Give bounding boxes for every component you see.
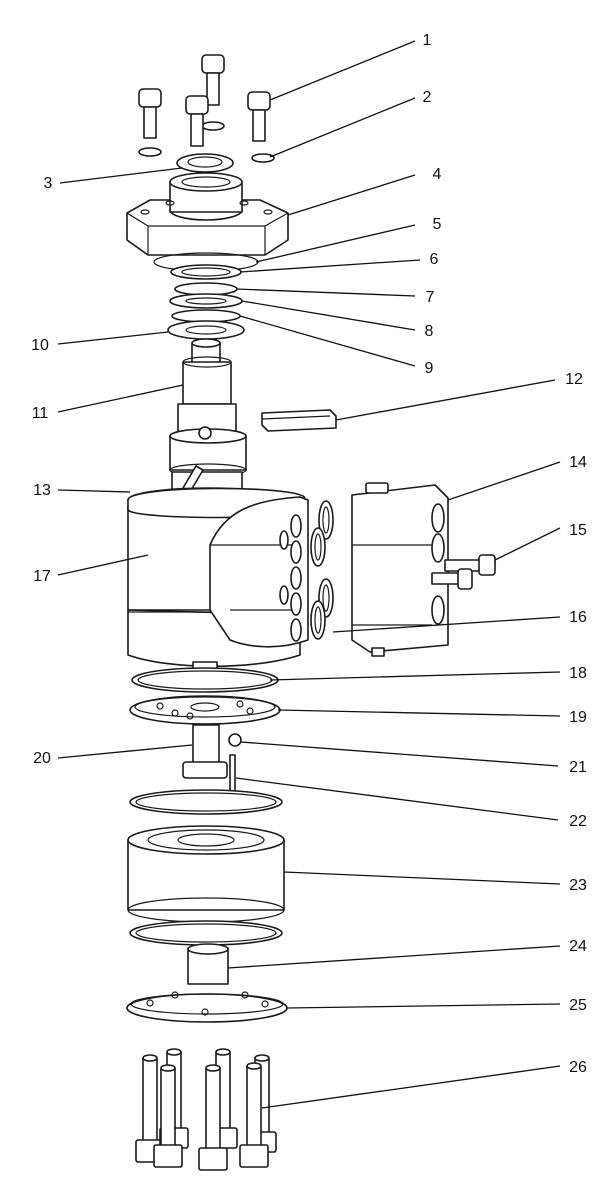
label-10: 10 — [31, 337, 49, 354]
label-5: 5 — [433, 216, 442, 233]
seal-ring — [176, 153, 234, 173]
seal-rings-stack — [153, 252, 259, 340]
end-cover — [126, 991, 288, 1023]
valve-block — [351, 482, 449, 657]
side-screws — [431, 554, 496, 590]
bottom-bolts — [135, 1048, 277, 1171]
check-ball — [228, 733, 242, 747]
label-3: 3 — [44, 175, 53, 192]
spool-shaft — [169, 338, 247, 493]
flange-cover — [126, 172, 289, 256]
label-25: 25 — [569, 997, 587, 1014]
part-number-labels: 1 2 3 4 5 6 7 8 9 10 11 12 13 14 15 16 1… — [31, 32, 587, 1076]
main-housing — [127, 487, 309, 668]
label-15: 15 — [569, 522, 587, 539]
label-7: 7 — [426, 289, 435, 306]
o-ring-lower — [129, 789, 283, 815]
label-2: 2 — [423, 89, 432, 106]
label-1: 1 — [423, 32, 432, 49]
top-screws — [138, 54, 275, 173]
label-14: 14 — [569, 454, 587, 471]
gerotor-set — [127, 825, 285, 923]
label-26: 26 — [569, 1059, 587, 1076]
port-plate — [129, 695, 281, 725]
label-16: 16 — [569, 609, 587, 626]
label-18: 18 — [569, 665, 587, 682]
label-22: 22 — [569, 813, 587, 830]
label-17: 17 — [33, 568, 51, 585]
key-part — [261, 409, 337, 432]
label-12: 12 — [565, 371, 583, 388]
leader-lines — [57, 40, 561, 1109]
screw-c — [185, 95, 209, 147]
screw-d — [247, 91, 275, 163]
label-13: 13 — [33, 482, 51, 499]
spacer — [187, 943, 229, 985]
label-9: 9 — [425, 360, 434, 377]
label-6: 6 — [430, 251, 439, 268]
label-23: 23 — [569, 877, 587, 894]
screw-a — [138, 88, 162, 157]
port-o-rings — [310, 500, 334, 640]
label-8: 8 — [425, 323, 434, 340]
label-4: 4 — [433, 166, 442, 183]
label-24: 24 — [569, 938, 587, 955]
screw-b — [201, 54, 225, 131]
drive-shaft — [182, 724, 228, 779]
label-20: 20 — [33, 750, 51, 767]
label-11: 11 — [32, 405, 49, 422]
label-21: 21 — [569, 759, 587, 776]
label-19: 19 — [569, 709, 587, 726]
